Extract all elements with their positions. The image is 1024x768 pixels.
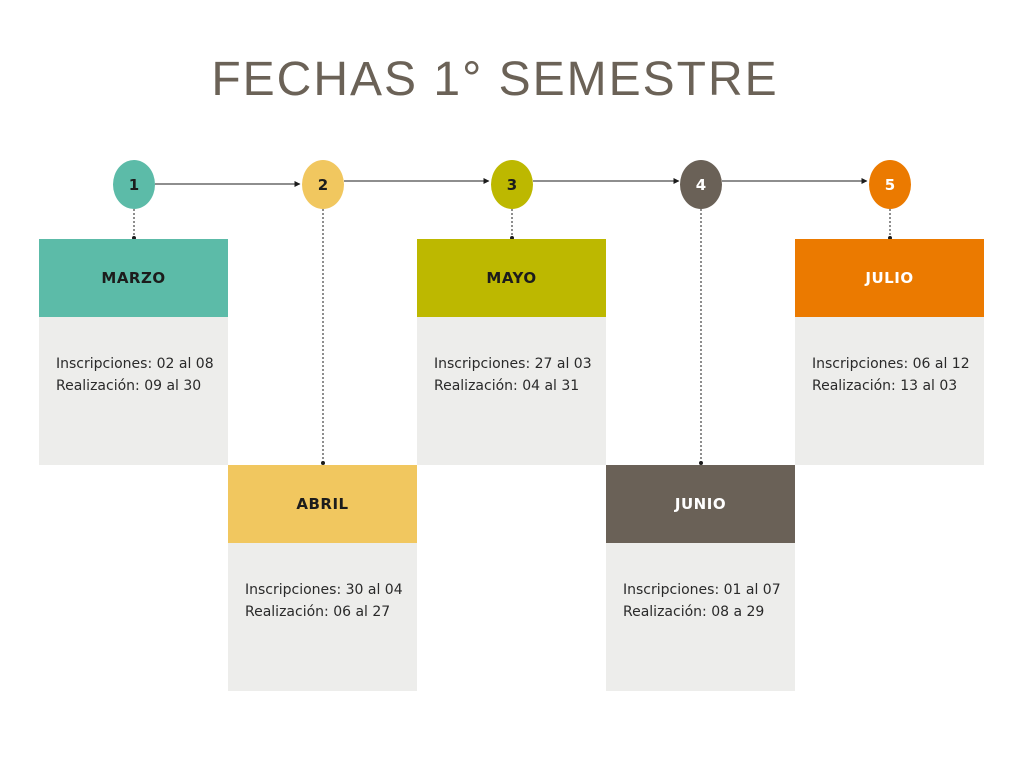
realizacion-text: Realización: 04 al 31 [434,378,580,394]
month-card-abril: ABRIL Inscripciones: 30 al 04 Realizació… [228,465,417,691]
step-node-2: 2 [302,160,344,209]
inscripciones-text: Inscripciones: 27 al 03 [434,356,592,372]
card-header: ABRIL [228,465,417,543]
card-header: JUNIO [606,465,795,543]
card-body: Inscripciones: 02 al 08 Realización: 09 … [39,317,228,465]
realizacion-text: Realización: 08 a 29 [623,604,765,620]
inscripciones-text: Inscripciones: 30 al 04 [245,582,403,598]
step-node-4: 4 [680,160,722,209]
card-body: Inscripciones: 27 al 03 Realización: 04 … [417,317,606,465]
inscripciones-text: Inscripciones: 02 al 08 [56,356,214,372]
step-node-3: 3 [491,160,533,209]
card-body: Inscripciones: 01 al 07 Realización: 08 … [606,543,795,691]
card-body: Inscripciones: 30 al 04 Realización: 06 … [228,543,417,691]
card-body: Inscripciones: 06 al 12 Realización: 13 … [795,317,984,465]
realizacion-text: Realización: 13 al 03 [812,378,958,394]
step-node-5: 5 [869,160,911,209]
connector-dot-4 [699,461,703,465]
card-header: JULIO [795,239,984,317]
inscripciones-text: Inscripciones: 01 al 07 [623,582,781,598]
month-card-mayo: MAYO Inscripciones: 27 al 03 Realización… [417,239,606,465]
month-card-julio: JULIO Inscripciones: 06 al 12 Realizació… [795,239,984,465]
inscripciones-text: Inscripciones: 06 al 12 [812,356,970,372]
month-card-marzo: MARZO Inscripciones: 02 al 08 Realizació… [39,239,228,465]
step-node-1: 1 [113,160,155,209]
card-header: MARZO [39,239,228,317]
realizacion-text: Realización: 09 al 30 [56,378,202,394]
page-title: FECHAS 1° SEMESTRE [211,53,779,106]
connector-dot-2 [321,461,325,465]
month-card-junio: JUNIO Inscripciones: 01 al 07 Realizació… [606,465,795,691]
realizacion-text: Realización: 06 al 27 [245,604,391,620]
card-header: MAYO [417,239,606,317]
